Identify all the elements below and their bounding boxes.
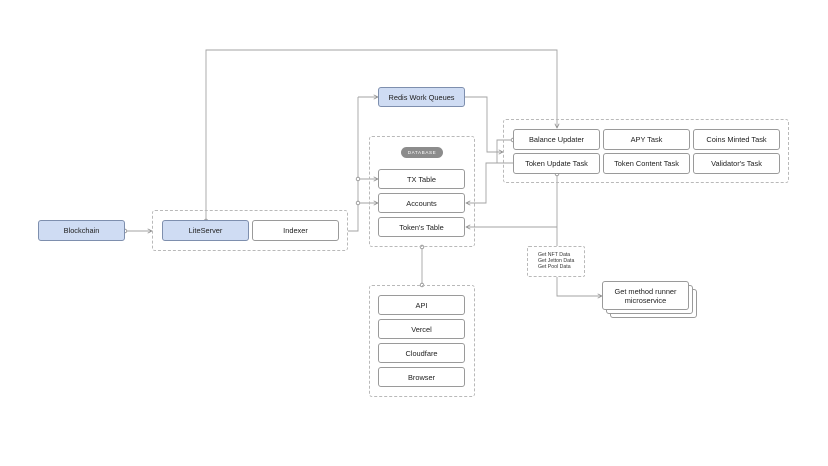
validators-task-node[interactable]: Validator's Task <box>693 153 780 174</box>
api-node[interactable]: API <box>378 295 465 315</box>
edge-tasks-bracket <box>496 139 513 164</box>
frontend-group <box>369 285 475 397</box>
edge-tasks-accounts <box>466 162 497 203</box>
indexer-node[interactable]: Indexer <box>252 220 339 241</box>
note-line: Get Pool Data <box>538 264 571 270</box>
note-line: Get NFT Data <box>538 252 571 258</box>
connector-dot <box>355 200 361 206</box>
tasks-group <box>503 119 789 183</box>
token-content-task-node[interactable]: Token Content Task <box>603 153 690 174</box>
database-badge: DATABASE <box>401 147 443 158</box>
cloudfare-node[interactable]: Cloudfare <box>378 343 465 363</box>
liteserver-node[interactable]: LiteServer <box>162 220 249 241</box>
indexer-group <box>152 210 348 251</box>
edge-redis-tasks <box>465 96 503 152</box>
token-update-task-node[interactable]: Token Update Task <box>513 153 600 174</box>
browser-node[interactable]: Browser <box>378 367 465 387</box>
data-fetch-note: Get NFT Data Get Jetton Data Get Pool Da… <box>527 246 585 277</box>
database-group <box>369 136 475 247</box>
vercel-node[interactable]: Vercel <box>378 319 465 339</box>
edge-liteserver-balance-updater <box>205 49 557 221</box>
redis-work-queues-node[interactable]: Redis Work Queues <box>378 87 465 107</box>
connector-dot <box>355 176 361 182</box>
edge-indexer-fanout <box>348 97 359 232</box>
get-method-runner-node[interactable]: Get method runner microservice <box>602 281 689 310</box>
note-line: Get Jetton Data <box>538 258 575 264</box>
edge-note-runner <box>556 277 602 296</box>
apy-task-node[interactable]: APY Task <box>603 129 690 150</box>
blockchain-node[interactable]: Blockchain <box>38 220 125 241</box>
coins-minted-task-node[interactable]: Coins Minted Task <box>693 129 780 150</box>
tokens-table-node[interactable]: Token's Table <box>378 217 465 237</box>
balance-updater-node[interactable]: Balance Updater <box>513 129 600 150</box>
accounts-node[interactable]: Accounts <box>378 193 465 213</box>
tx-table-node[interactable]: TX Table <box>378 169 465 189</box>
